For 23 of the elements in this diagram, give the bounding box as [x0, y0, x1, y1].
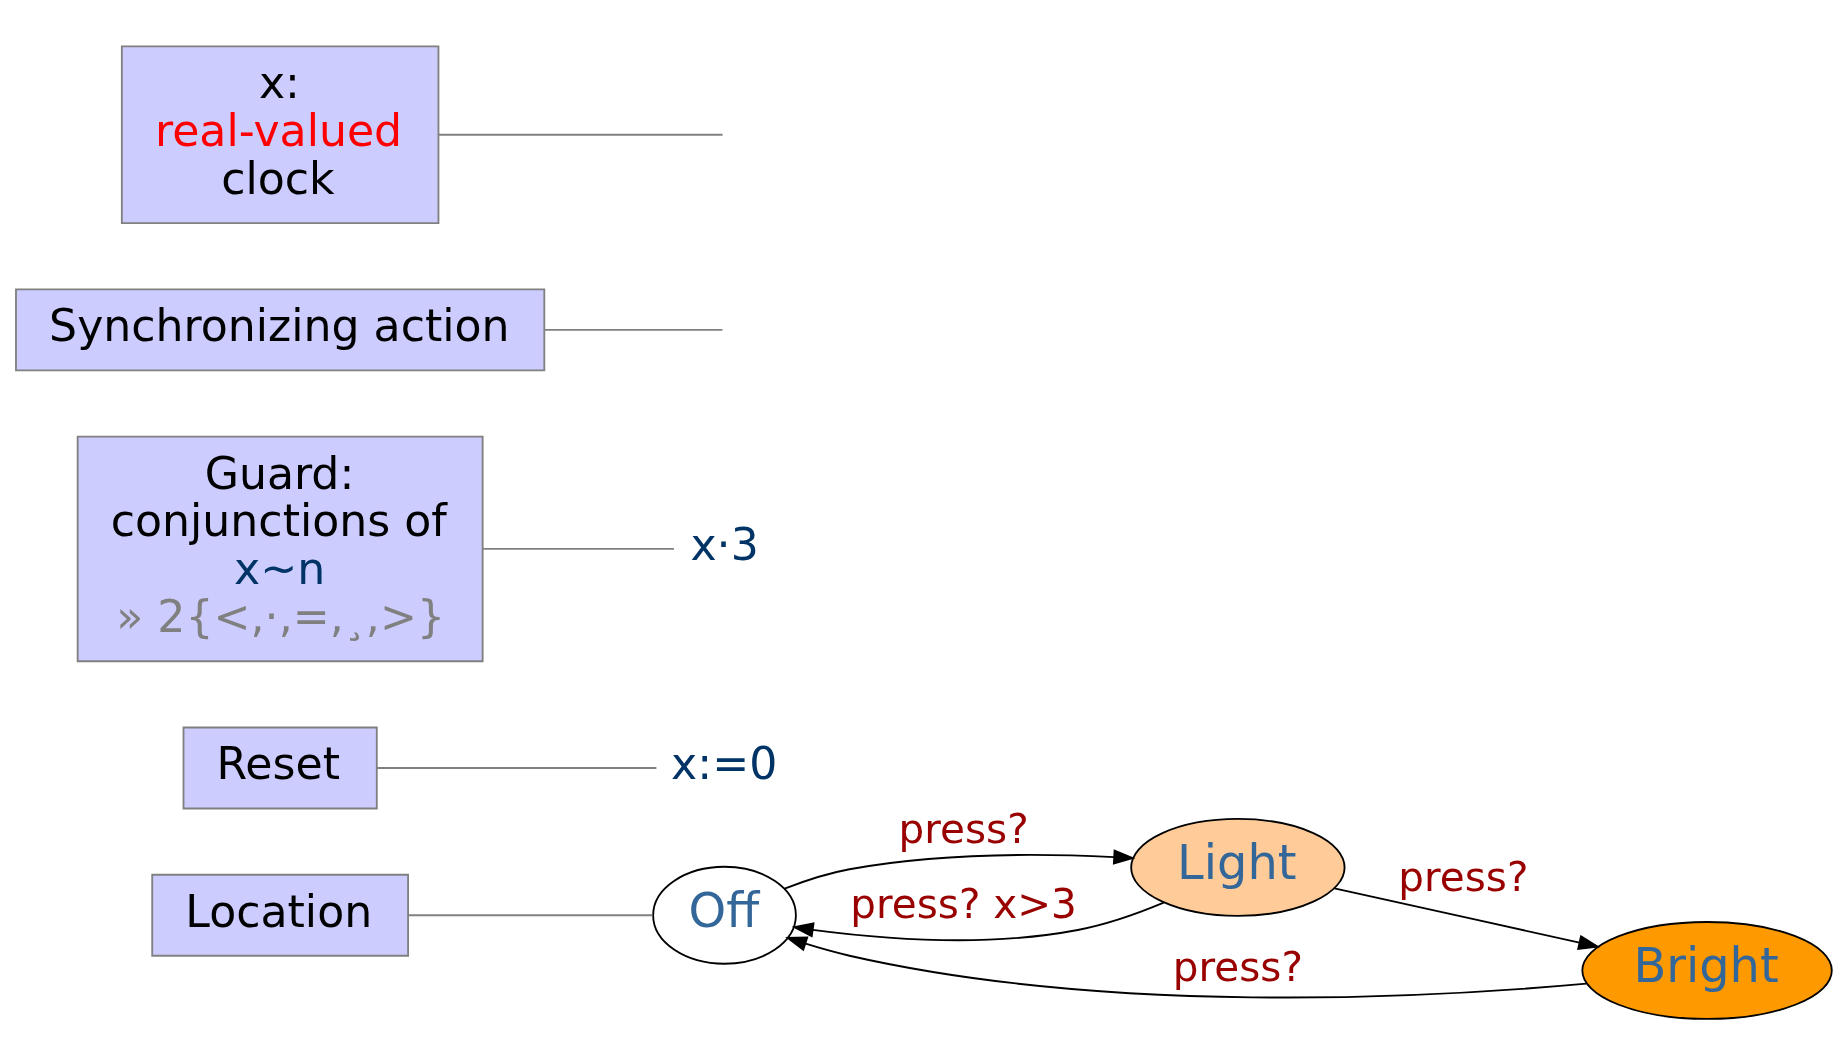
- node-box: x: real-valued clock: [120, 44, 440, 224]
- arrow: [785, 936, 1588, 998]
- node-ellipse: Bright: [1581, 920, 1833, 1020]
- node-box: Location: [151, 873, 409, 957]
- node-box: Reset: [182, 726, 378, 809]
- node-text: x·3: [690, 518, 759, 570]
- connector: [437, 133, 724, 136]
- arrow: [791, 901, 1165, 941]
- connector: [543, 328, 724, 331]
- edge-label: press?: [898, 804, 1029, 853]
- node-ellipse: Off: [652, 865, 797, 965]
- arrow: [1333, 886, 1601, 950]
- node-box: Synchronizing action: [15, 287, 546, 371]
- node-box: Guard: conjunctions of x~n » 2{<,·,=,¸,>}: [76, 435, 484, 662]
- connector: [407, 913, 654, 916]
- edge-label: press?: [1398, 852, 1529, 901]
- connector: [482, 547, 675, 550]
- arrow: [783, 848, 1136, 890]
- node-text: x:=0: [671, 737, 778, 789]
- edge-label: press? x>3: [850, 879, 1077, 928]
- edge-label: press?: [1172, 942, 1303, 991]
- node-ellipse: Light: [1130, 817, 1346, 917]
- connector: [376, 766, 658, 769]
